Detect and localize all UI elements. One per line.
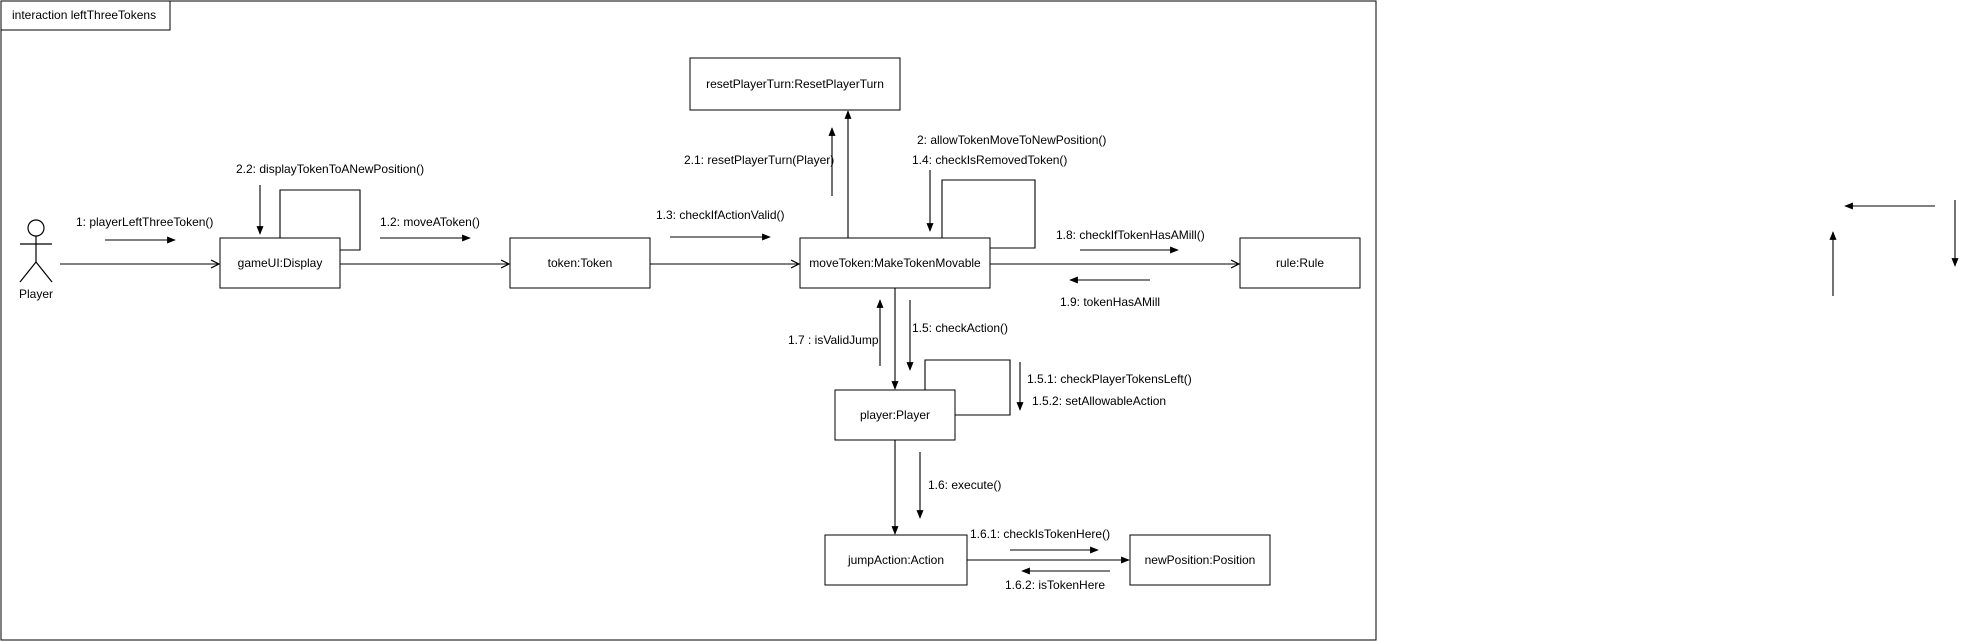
self-link-move xyxy=(941,179,1036,249)
msg-label-m1-9: 1.9: tokenHasAMill xyxy=(1060,295,1160,309)
msg-label-m1-3: 1.3: checkIfActionValid() xyxy=(656,208,785,222)
actor-head xyxy=(27,219,45,237)
rule-label: rule:Rule xyxy=(1276,256,1324,270)
token-box xyxy=(509,237,651,289)
self-link-display xyxy=(279,189,361,251)
msg-label-m1-5: 1.5: checkAction() xyxy=(912,321,1008,335)
frame-title: interaction leftThreeTokens xyxy=(12,8,156,22)
msg-label-m1-7: 1.7 : isValidJump xyxy=(788,333,879,347)
actor-right-leg xyxy=(35,261,53,283)
msg-label-m2: 2: allowTokenMoveToNewPosition() xyxy=(917,133,1106,147)
msg-label-m2-2: 2.2: displayTokenToANewPosition() xyxy=(236,162,424,176)
msg-label-m1-5-2: 1.5.2: setAllowableAction xyxy=(1032,394,1166,408)
display-box xyxy=(219,237,341,289)
self-link-player xyxy=(924,359,1011,416)
action-label: jumpAction:Action xyxy=(847,553,944,567)
msg-label-m1-4: 1.4: checkIsRemovedToken() xyxy=(912,153,1067,167)
actor-player xyxy=(19,219,53,283)
action-box xyxy=(824,534,968,586)
msg-label-m1-6-1: 1.6.1: checkIsTokenHere() xyxy=(970,527,1110,541)
position-label: newPosition:Position xyxy=(1145,553,1256,567)
interaction-frame xyxy=(0,0,1377,641)
position-box xyxy=(1129,534,1271,586)
token-label: token:Token xyxy=(548,256,613,270)
display-label: gameUI:Display xyxy=(238,256,323,270)
actor-left-leg xyxy=(19,261,37,283)
rule-box xyxy=(1239,237,1361,289)
msg-label-m1-5-1: 1.5.1: checkPlayerTokensLeft() xyxy=(1027,372,1192,386)
move-box xyxy=(799,237,991,289)
reset-label: resetPlayerTurn:ResetPlayerTurn xyxy=(706,77,884,91)
frame-title-tab xyxy=(1,1,171,31)
msg-label-m1-6: 1.6: execute() xyxy=(928,478,1001,492)
msg-label-m2-1: 2.1: resetPlayerTurn(Player) xyxy=(684,153,834,167)
msg-label-m1-8: 1.8: checkIfTokenHasAMill() xyxy=(1056,228,1205,242)
msg-label-m1-6-2: 1.6.2: isTokenHere xyxy=(1005,578,1105,592)
player-label: player:Player xyxy=(860,408,930,422)
msg-label-m1-2: 1.2: moveAToken() xyxy=(380,215,480,229)
msg-label-m1: 1: playerLeftThreeToken() xyxy=(76,215,213,229)
move-label: moveToken:MakeTokenMovable xyxy=(809,256,981,270)
actor-label: Player xyxy=(19,287,53,301)
reset-box xyxy=(689,57,901,111)
